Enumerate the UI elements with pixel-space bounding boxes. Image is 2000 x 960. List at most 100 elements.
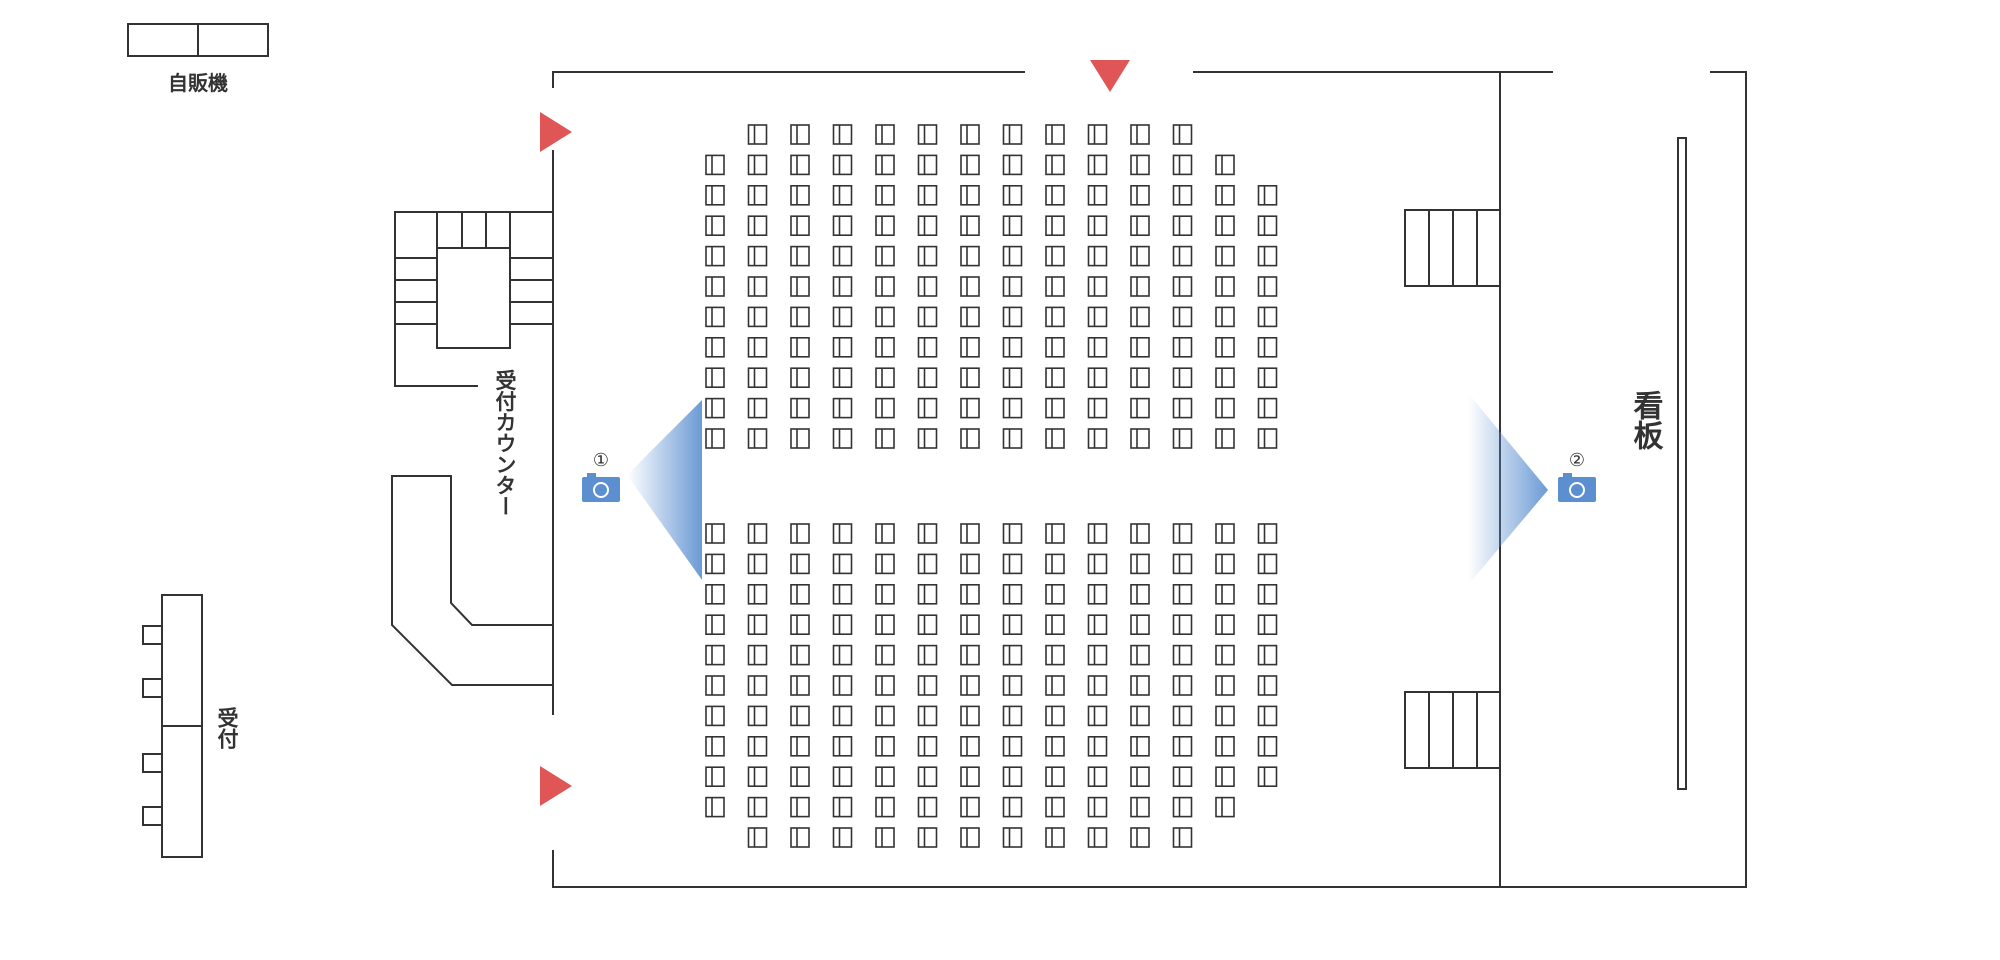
seat xyxy=(875,614,895,636)
seat xyxy=(747,675,768,696)
seat xyxy=(747,306,768,328)
seat xyxy=(747,583,768,605)
seat xyxy=(917,705,938,727)
seat xyxy=(1087,827,1108,848)
seat xyxy=(1002,675,1023,696)
seat xyxy=(747,124,768,145)
seat xyxy=(917,215,938,236)
seat xyxy=(832,185,853,206)
seat xyxy=(705,306,725,328)
seat xyxy=(1087,397,1108,419)
seat xyxy=(1215,154,1235,176)
seat xyxy=(1045,215,1065,236)
seat xyxy=(1215,735,1235,757)
seat xyxy=(1130,428,1150,449)
seat xyxy=(960,336,980,358)
seat xyxy=(1087,675,1108,696)
seat xyxy=(1045,523,1065,544)
seat xyxy=(917,735,938,757)
seat xyxy=(832,245,853,267)
seat xyxy=(1045,245,1065,267)
seat xyxy=(747,766,768,788)
seat xyxy=(1172,185,1193,206)
seat xyxy=(747,614,768,636)
seat xyxy=(917,154,938,176)
seat xyxy=(917,583,938,605)
seat xyxy=(917,397,938,419)
seat xyxy=(832,614,853,636)
seat xyxy=(1215,276,1235,297)
seat xyxy=(790,553,810,575)
seat xyxy=(1130,124,1150,145)
camera-2-view xyxy=(1468,393,1548,585)
seat xyxy=(705,245,725,267)
seat xyxy=(960,215,980,236)
seat xyxy=(1087,553,1108,575)
seat xyxy=(705,705,725,727)
seat xyxy=(1130,796,1150,818)
seat xyxy=(705,523,725,544)
seat xyxy=(917,428,938,449)
seat xyxy=(1045,796,1065,818)
seat xyxy=(1130,553,1150,575)
seat xyxy=(705,766,725,788)
seat xyxy=(790,245,810,267)
seat xyxy=(705,614,725,636)
seat xyxy=(1215,766,1235,788)
seat xyxy=(917,367,938,389)
seat xyxy=(705,397,725,419)
seat xyxy=(875,583,895,605)
seat xyxy=(1002,245,1023,267)
reception-label: 受付 xyxy=(215,706,239,750)
camera-1-icon xyxy=(582,473,620,502)
seat xyxy=(1002,276,1023,297)
seat xyxy=(790,185,810,206)
seat xyxy=(705,644,725,666)
camera-2-number: ② xyxy=(1569,450,1585,471)
seat xyxy=(960,367,980,389)
steps-lower-right xyxy=(1404,691,1501,769)
seat xyxy=(960,644,980,666)
seat xyxy=(1087,185,1108,206)
seat xyxy=(705,553,725,575)
seat xyxy=(1045,614,1065,636)
stairs-left xyxy=(394,211,553,387)
seat xyxy=(875,306,895,328)
seat xyxy=(1172,583,1193,605)
seat xyxy=(790,614,810,636)
seat xyxy=(1002,397,1023,419)
seat xyxy=(790,523,810,544)
seat xyxy=(1002,154,1023,176)
seat xyxy=(790,827,810,848)
seat xyxy=(1215,675,1235,696)
seat xyxy=(875,705,895,727)
seat xyxy=(917,523,938,544)
seat xyxy=(960,735,980,757)
seat xyxy=(1257,705,1278,727)
seat xyxy=(1002,766,1023,788)
seat xyxy=(960,154,980,176)
seat xyxy=(747,553,768,575)
seat xyxy=(705,428,725,449)
seat xyxy=(1257,675,1278,696)
seat xyxy=(1087,428,1108,449)
seat xyxy=(1172,766,1193,788)
seat xyxy=(747,245,768,267)
seat xyxy=(960,705,980,727)
seat xyxy=(747,735,768,757)
seat xyxy=(1257,367,1278,389)
camera-1-view xyxy=(627,400,702,580)
seat xyxy=(1045,397,1065,419)
seat xyxy=(705,336,725,358)
seat xyxy=(1172,796,1193,818)
seat xyxy=(1215,523,1235,544)
seat xyxy=(747,367,768,389)
seat xyxy=(1172,523,1193,544)
seat xyxy=(705,735,725,757)
seat xyxy=(832,428,853,449)
seat xyxy=(790,766,810,788)
seat xyxy=(832,336,853,358)
seat xyxy=(1087,735,1108,757)
seat xyxy=(1045,766,1065,788)
seat xyxy=(1172,367,1193,389)
